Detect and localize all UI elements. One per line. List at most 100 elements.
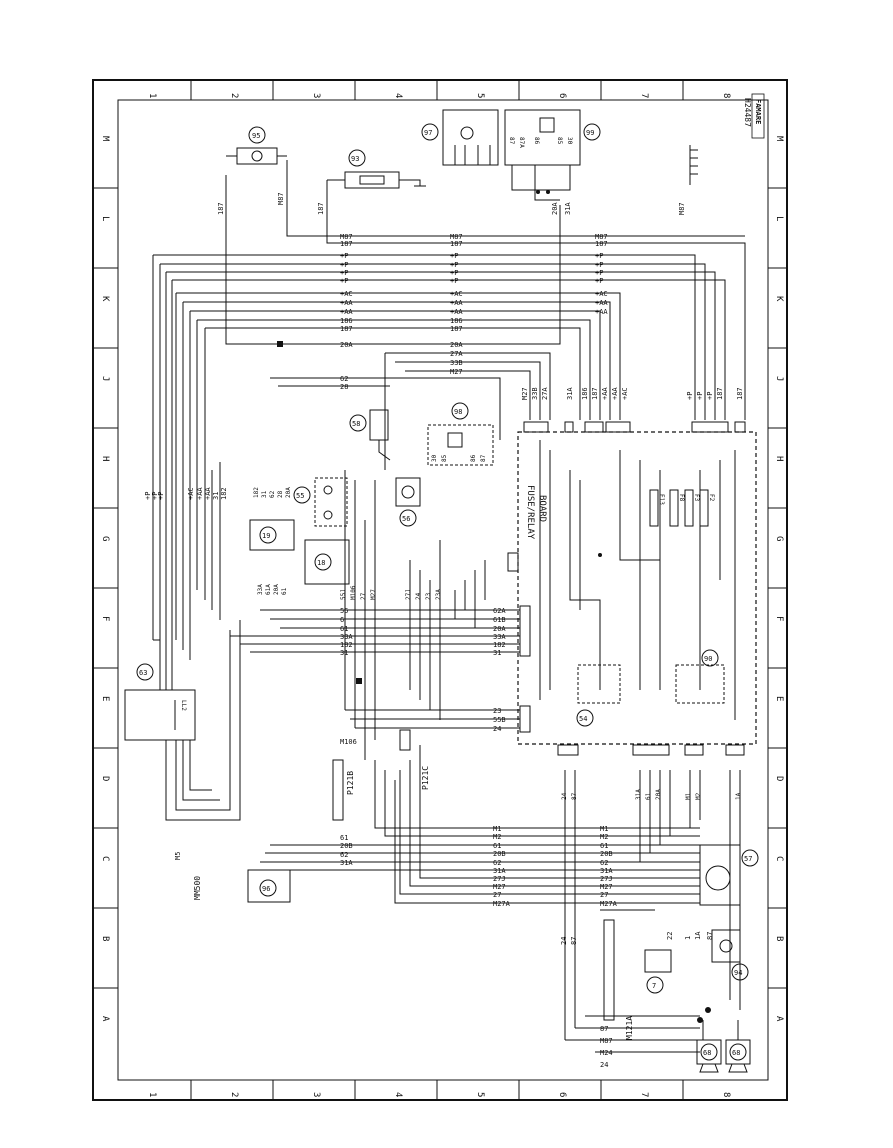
wire-label: 20B <box>600 850 613 858</box>
wire-label: +P <box>595 252 603 260</box>
wire-label: M87 <box>340 233 353 241</box>
wire-label: +AA <box>611 387 619 400</box>
wire-label: M1 <box>600 825 608 833</box>
wire-label: +P <box>450 277 458 285</box>
grid-letter: E <box>774 696 784 701</box>
wire-label: 182 <box>340 641 353 649</box>
component-id: 95 <box>252 132 260 140</box>
component-95: 95 <box>226 126 287 165</box>
wire-label: M24 <box>600 1049 613 1057</box>
wire-label: M1 <box>685 792 692 800</box>
component-id: 54 <box>579 715 587 723</box>
wire-label: +P <box>595 261 603 269</box>
wire-label: +AA <box>196 487 204 500</box>
wire-label: 30 <box>431 454 438 462</box>
wire-label: M106 <box>350 585 357 600</box>
wire-label: 187 <box>450 240 463 248</box>
wire-label: 1 <box>684 936 692 940</box>
grid-letter: G <box>100 536 110 541</box>
grid-letter: L <box>774 216 784 221</box>
wire-label: 87 <box>480 454 487 462</box>
grid-number: 7 <box>639 1092 649 1097</box>
wire-label: 187 <box>340 325 353 333</box>
wire-label: 62A <box>493 607 506 615</box>
wire-label: 24 <box>560 937 568 945</box>
component-68-a: 68 <box>696 1020 722 1073</box>
wire-label: 186 <box>340 317 353 325</box>
wire-label: M27 <box>600 883 613 891</box>
wire-label: 62 <box>340 375 348 383</box>
wire-label: 31 <box>261 490 268 498</box>
wire-label: M1 <box>493 825 501 833</box>
right-stack-labels: 87 M87 M24 24 22 1 1A 87 24 87 <box>560 931 714 1069</box>
wire-label: M87 <box>595 233 608 241</box>
wire-label: 23 <box>493 707 501 715</box>
wire-label: 62 <box>600 859 608 867</box>
wire-label: P121B <box>346 771 355 795</box>
wire-label: M2 <box>493 833 501 841</box>
wire-label: +AC <box>595 290 608 298</box>
wire-label: +P <box>450 252 458 260</box>
wire-label: 27J <box>600 875 613 883</box>
grid-ticks <box>93 80 787 1100</box>
wire-label: 20A <box>340 341 353 349</box>
fuse-label: F13 <box>658 494 665 505</box>
grid-letter: D <box>774 776 784 781</box>
wire-label: 6 <box>340 616 344 624</box>
connector-top-right <box>689 145 698 185</box>
connector-m121a: M121A <box>603 919 634 1040</box>
wire-label: M5 <box>174 852 182 860</box>
wire-label: 27J <box>405 589 412 600</box>
wire-label: M27 <box>450 368 463 376</box>
wire-label: 182 <box>253 487 260 498</box>
grid-letter: F <box>774 616 784 621</box>
component-57: 57 <box>699 844 759 906</box>
relay-pin: 87A <box>518 137 525 148</box>
wire-label: +AC <box>621 387 629 400</box>
component-id: 68 <box>732 1049 740 1057</box>
component-56: 56 <box>395 477 421 527</box>
wire-label: 27 <box>600 891 608 899</box>
wire-label: +AA <box>340 308 353 316</box>
wire-label: 31A <box>566 387 574 400</box>
relay-pin: 85 <box>556 137 563 145</box>
wire-label: 187 <box>716 387 724 400</box>
wire-label: +P <box>340 277 348 285</box>
diagram-frame <box>92 79 788 1101</box>
wire-label: +AA <box>340 299 353 307</box>
wire-label: +AC <box>340 290 353 298</box>
grid-number-labels: 1 2 3 4 5 6 7 8 1 2 3 4 5 6 7 8 <box>147 93 731 1097</box>
grid-letter: F <box>100 616 110 621</box>
wire-label: 33A <box>493 633 506 641</box>
wire-label: +AA <box>450 299 463 307</box>
grid-number: 5 <box>475 93 485 98</box>
grid-letter: D <box>100 776 110 781</box>
component-id: 94 <box>734 969 742 977</box>
fuse-label: F2 <box>708 494 715 502</box>
component-id: 63 <box>139 669 147 677</box>
wire-label: 187 <box>317 202 325 215</box>
wire-label: 27A <box>450 350 463 358</box>
wire-label: +P <box>595 277 603 285</box>
wire-label: +AA <box>204 487 212 500</box>
wire-label: M87 <box>678 202 686 215</box>
wire-label: MM500 <box>193 876 202 900</box>
grid-letter: H <box>100 456 110 461</box>
wire-label: 27 <box>493 891 501 899</box>
grid-letter: A <box>774 1016 784 1022</box>
board-connectors-top <box>523 421 746 433</box>
grid-letter: B <box>774 936 784 941</box>
grid-number: 8 <box>721 93 731 98</box>
grid-number: 3 <box>311 93 321 98</box>
wire-label: 27 <box>360 592 367 600</box>
wire-label: M2 <box>600 833 608 841</box>
wire-label: +AA <box>595 308 608 316</box>
grid-number: 2 <box>229 93 239 98</box>
wire-label: 87 <box>600 1025 608 1033</box>
wire-label: 31A <box>564 202 572 215</box>
grid-letter: L <box>100 216 110 221</box>
wire-label: 62 <box>340 851 348 859</box>
wire-label: 33A <box>340 633 353 641</box>
component-id: 68 <box>703 1049 711 1057</box>
wire-label: 31 <box>493 649 501 657</box>
